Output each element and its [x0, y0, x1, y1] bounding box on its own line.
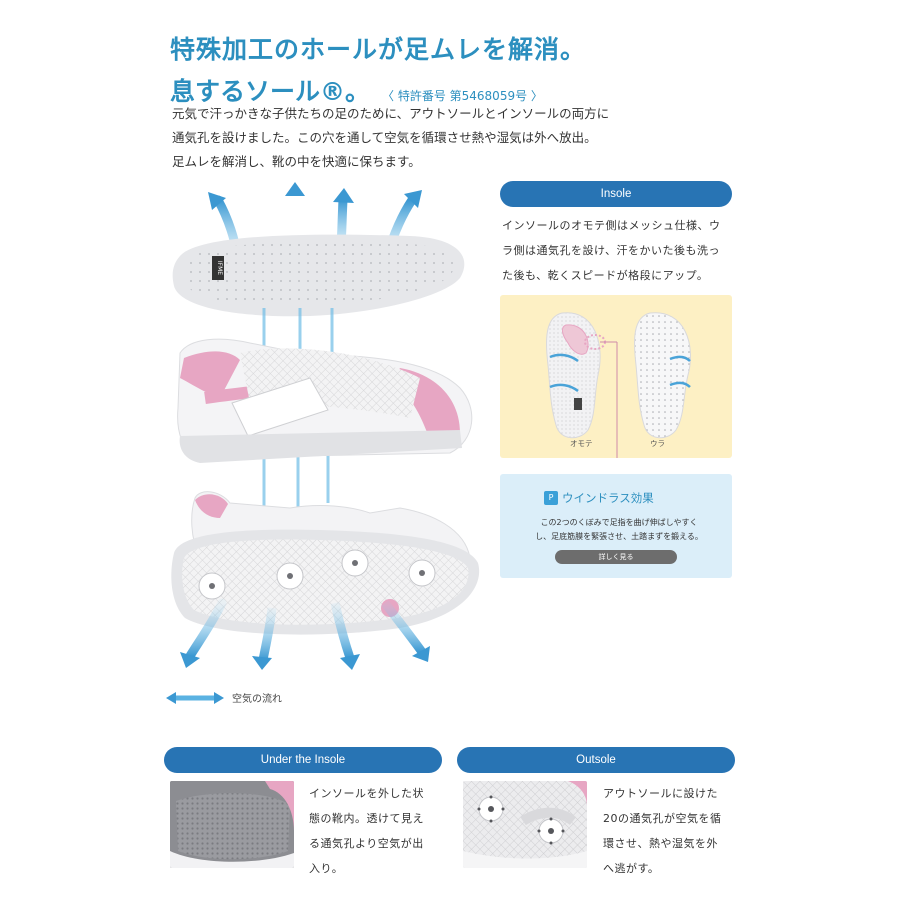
intro-paragraph: 元気で汗っかきな子供たちの足のために、アウトソールとインソールの両方に 通気孔を… — [172, 102, 652, 174]
intro-line: 通気孔を設けました。この穴を通して空気を循環させ熱や湿気は外へ放出。 — [172, 130, 597, 145]
outsole-description: アウトソールに設けた 20の通気孔が空気を循 環させ、熱や湿気を外 へ逃がす。 — [603, 781, 733, 881]
air-flow-legend: 空気の流れ — [166, 690, 282, 705]
headline: 特殊加工のホールが足ムレを解消。 息するソール®。 〈 特許番号 第546805… — [170, 30, 586, 108]
intro-line: 足ムレを解消し、靴の中を快適に保ちます。 — [172, 154, 421, 169]
headline-line-1: 特殊加工のホールが足ムレを解消。 — [170, 35, 587, 64]
insole-description-line: た後も、乾くスピードが格段にアップ。 — [502, 269, 709, 282]
details-button[interactable]: 詳しく見る — [555, 550, 677, 564]
under-insole-line: 入り。 — [309, 862, 344, 875]
caption-front: オモテ — [570, 439, 593, 448]
outsole-closeup-illustration — [463, 781, 587, 868]
windlass-badge-icon: P — [544, 491, 558, 505]
under-insole-line: る通気孔より空気が出 — [309, 837, 424, 850]
headline-product-name: 息するソール®。 — [170, 77, 371, 106]
outsole-line: へ逃がす。 — [603, 862, 660, 875]
insole-front-back-panel: オモテ ウラ — [500, 295, 732, 458]
insole-front-back-illustration — [546, 312, 691, 458]
outsole-section-title: Outsole — [457, 747, 735, 773]
shoe-exploded-illustration: IFME — [171, 182, 480, 670]
under-insole-line: インソールを外した状 — [309, 787, 424, 800]
insole-logo: IFME — [216, 261, 223, 275]
windlass-title: ウインドラス効果 — [562, 491, 654, 505]
insole-illustration: IFME — [172, 234, 465, 317]
shoe-upper-illustration — [177, 338, 473, 463]
double-arrow-icon — [166, 691, 224, 704]
caption-back: ウラ — [650, 439, 665, 448]
windlass-title-row: P ウインドラス効果 — [544, 490, 654, 506]
insole-description-line: インソールのオモテ側はメッシュ仕様、ウ — [502, 219, 721, 232]
intro-line: 元気で汗っかきな子供たちの足のために、アウトソールとインソールの両方に — [172, 106, 610, 121]
insole-section-title: Insole — [500, 181, 732, 207]
headline-line-2: 息するソール®。 〈 特許番号 第5468059号 〉 — [170, 72, 586, 108]
shoe-interior-illustration — [170, 781, 294, 868]
insole-description: インソールのオモテ側はメッシュ仕様、ウ ラ側は通気孔を設け、汗をかいた後も洗っ … — [502, 213, 734, 288]
windlass-description: この2つのくぼみで足指を曲げ伸ばしやすく し、足底筋膜を緊張させ、土踏まずを鍛え… — [514, 516, 724, 544]
windlass-description-line: し、足底筋膜を緊張させ、土踏まずを鍛える。 — [535, 532, 703, 541]
windlass-effect-panel: P ウインドラス効果 この2つのくぼみで足指を曲げ伸ばしやすく し、足底筋膜を緊… — [500, 474, 732, 578]
under-insole-section-title: Under the Insole — [164, 747, 442, 773]
under-insole-description: インソールを外した状 態の靴内。透けて見え る通気孔より空気が出 入り。 — [309, 781, 437, 881]
under-insole-photo — [170, 781, 294, 868]
legend-label: 空気の流れ — [232, 694, 282, 705]
outsole-line: 20の通気孔が空気を循 — [603, 812, 722, 825]
insole-description-line: ラ側は通気孔を設け、汗をかいた後も洗っ — [502, 244, 720, 257]
outsole-illustration — [171, 491, 480, 635]
patent-number: 〈 特許番号 第5468059号 〉 — [382, 89, 543, 103]
outsole-line: アウトソールに設けた — [603, 787, 718, 800]
outsole-photo — [463, 781, 587, 868]
air-flow-down-arrows — [180, 598, 430, 670]
under-insole-line: 態の靴内。透けて見え — [309, 812, 424, 825]
windlass-description-line: この2つのくぼみで足指を曲げ伸ばしやすく — [540, 518, 698, 527]
outsole-line: 環させ、熱や湿気を外 — [603, 837, 718, 850]
